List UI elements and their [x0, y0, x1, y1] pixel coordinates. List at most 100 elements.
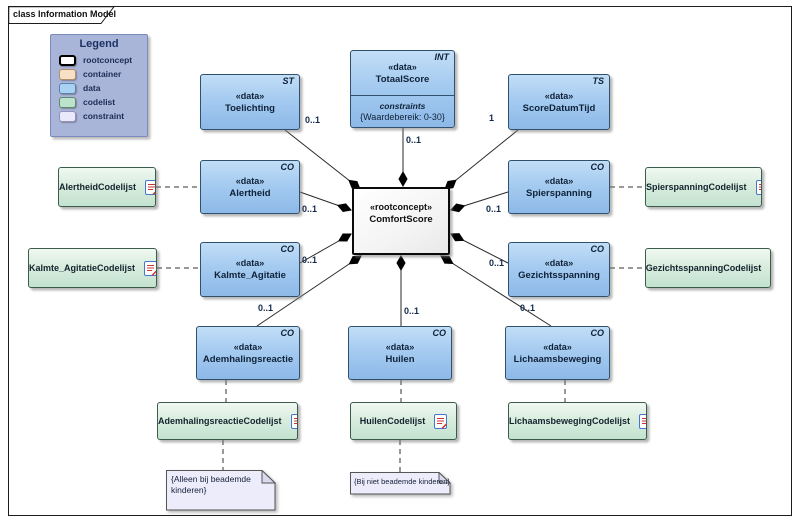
constraint-swatch-icon [59, 110, 76, 122]
codelist-label: SpierspanningCodelijst [646, 182, 747, 192]
node-spierspanning[interactable]: CO «data» Spierspanning [508, 160, 610, 214]
diagram-tab: class Information Model [8, 6, 128, 25]
node-comfortscore[interactable]: «rootconcept» ComfortScore [352, 187, 450, 255]
node-totaalscore[interactable]: INT «data» TotaalScore constraints {Waar… [350, 50, 455, 128]
document-icon [434, 413, 448, 429]
codelist-ademhalingsreactie[interactable]: AdemhalingsreactieCodelijst [157, 402, 298, 440]
multiplicity-toelichting: 0..1 [305, 115, 321, 125]
legend: Legend rootconcept container data codeli… [50, 34, 148, 137]
node-tag: INT [434, 52, 450, 62]
node-huilen[interactable]: CO «data» Huilen [348, 326, 452, 380]
codelist-spierspanning[interactable]: SpierspanningCodelijst [645, 167, 762, 207]
node-lichaamsbeweging[interactable]: CO «data» Lichaamsbeweging [505, 326, 610, 380]
note-niet-beademd[interactable]: {Bij niet beademde kinderen} [354, 477, 450, 486]
codelist-kalmte-agitatie[interactable]: Kalmte_AgitatieCodelijst [28, 248, 157, 288]
legend-title: Legend [79, 38, 119, 50]
multiplicity-alertheid: 0..1 [302, 204, 318, 214]
node-tag: CO [590, 162, 605, 172]
node-stereotype: «data» [544, 175, 574, 186]
legend-item-data: data [51, 81, 147, 95]
codelist-label: HuilenCodelijst [359, 416, 426, 426]
multiplicity-lichaamsbeweging: 0..1 [520, 303, 536, 313]
node-stereotype: «data» [544, 258, 574, 268]
node-kalmte-agitatie[interactable]: CO «data» Kalmte_Agitatie [200, 242, 300, 297]
codelist-gezichtsspanning[interactable]: GezichtsspanningCodelijst [645, 248, 771, 288]
node-name: ComfortScore [369, 214, 433, 225]
node-tag: TS [592, 76, 604, 86]
note-beademd[interactable]: {Alleen bij beademde kinderen} [171, 474, 251, 496]
node-stereotype: «data» [235, 175, 265, 186]
node-toelichting[interactable]: ST «data» Toelichting [200, 74, 300, 130]
node-stereotype: «rootconcept» [369, 202, 432, 212]
multiplicity-totaalscore: 0..1 [406, 135, 422, 145]
node-tag: CO [432, 328, 447, 338]
node-name: Huilen [385, 353, 415, 365]
node-ademhalingsreactie[interactable]: CO «data» Ademhalingsreactie [196, 326, 300, 380]
node-tag: CO [280, 328, 295, 338]
node-name: Alertheid [229, 187, 271, 199]
legend-item-container: container [51, 67, 147, 81]
node-tag: CO [590, 244, 605, 254]
node-name: TotaalScore [375, 73, 430, 85]
document-icon [145, 179, 155, 195]
legend-label: data [83, 83, 101, 93]
constraints-heading: constraints [379, 101, 426, 111]
node-name: Kalmte_Agitatie [214, 270, 286, 281]
node-tag: CO [590, 328, 605, 338]
multiplicity-gezichtsspanning: 0..1 [489, 258, 505, 268]
node-name: Ademhalingsreactie [202, 353, 294, 365]
document-icon [290, 413, 297, 429]
node-alertheid[interactable]: CO «data» Alertheid [200, 160, 300, 214]
data-swatch-icon [59, 82, 76, 94]
codelist-label: GezichtsspanningCodelijst [645, 263, 762, 273]
codelist-alertheid[interactable]: AlertheidCodelijst [58, 167, 156, 207]
node-scoredatumtijd[interactable]: TS «data» ScoreDatumTijd [508, 74, 610, 130]
codelist-lichaamsbeweging[interactable]: LichaamsbewegingCodelijst [508, 402, 647, 440]
node-stereotype: «data» [385, 341, 415, 352]
codelist-label: LichaamsbewegingCodelijst [509, 416, 631, 426]
note-niet-beademd-shape-icon [350, 472, 451, 495]
node-tag: ST [282, 76, 294, 86]
node-name: Toelichting [225, 102, 275, 114]
multiplicity-scoredatumtijd: 1 [489, 113, 495, 123]
node-tag: CO [280, 244, 295, 254]
node-header: «data» TotaalScore [351, 51, 454, 95]
codelist-label: AdemhalingsreactieCodelijst [158, 416, 282, 426]
codelist-swatch-icon [59, 96, 76, 108]
multiplicity-spierspanning: 0..1 [486, 204, 502, 214]
codelist-label: Kalmte_AgitatieCodelijst [29, 263, 136, 273]
tab-shape-icon [8, 6, 116, 24]
node-stereotype: «data» [233, 341, 263, 352]
diagram-title: class Information Model [13, 9, 117, 19]
node-name: Spierspanning [526, 187, 592, 199]
legend-item-codelist: codelist [51, 95, 147, 109]
note-beademd-shape-icon [166, 470, 276, 511]
codelist-huilen[interactable]: HuilenCodelijst [350, 402, 457, 440]
codelist-label: AlertheidCodelijst [59, 182, 137, 192]
multiplicity-huilen: 0..1 [404, 306, 420, 316]
container-swatch-icon [59, 68, 76, 80]
legend-label: constraint [83, 111, 125, 121]
node-name: Gezichtsspanning [518, 270, 600, 281]
multiplicity-kalmte-agitatie: 0..1 [302, 255, 318, 265]
node-stereotype: «data» [235, 90, 265, 101]
legend-item-constraint: constraint [51, 109, 147, 123]
legend-label: rootconcept [83, 55, 133, 65]
document-icon [144, 260, 156, 276]
node-tag: CO [280, 162, 295, 172]
multiplicity-ademhalingsreactie: 0..1 [258, 303, 274, 313]
node-gezichtsspanning[interactable]: CO «data» Gezichtsspanning [508, 242, 610, 297]
node-stereotype: «data» [544, 90, 574, 101]
composition-links [256, 128, 552, 327]
node-stereotype: «data» [388, 61, 417, 72]
legend-label: container [83, 69, 122, 79]
node-constraints: constraints {Waardebereik: 0-30} [351, 95, 454, 127]
node-stereotype: «data» [543, 341, 572, 352]
node-name: ScoreDatumTijd [522, 102, 596, 114]
dependency-links [156, 186, 645, 472]
rootconcept-swatch-icon [59, 54, 76, 66]
document-icon [639, 413, 646, 429]
constraint-value: {Waardebereik: 0-30} [360, 112, 445, 122]
